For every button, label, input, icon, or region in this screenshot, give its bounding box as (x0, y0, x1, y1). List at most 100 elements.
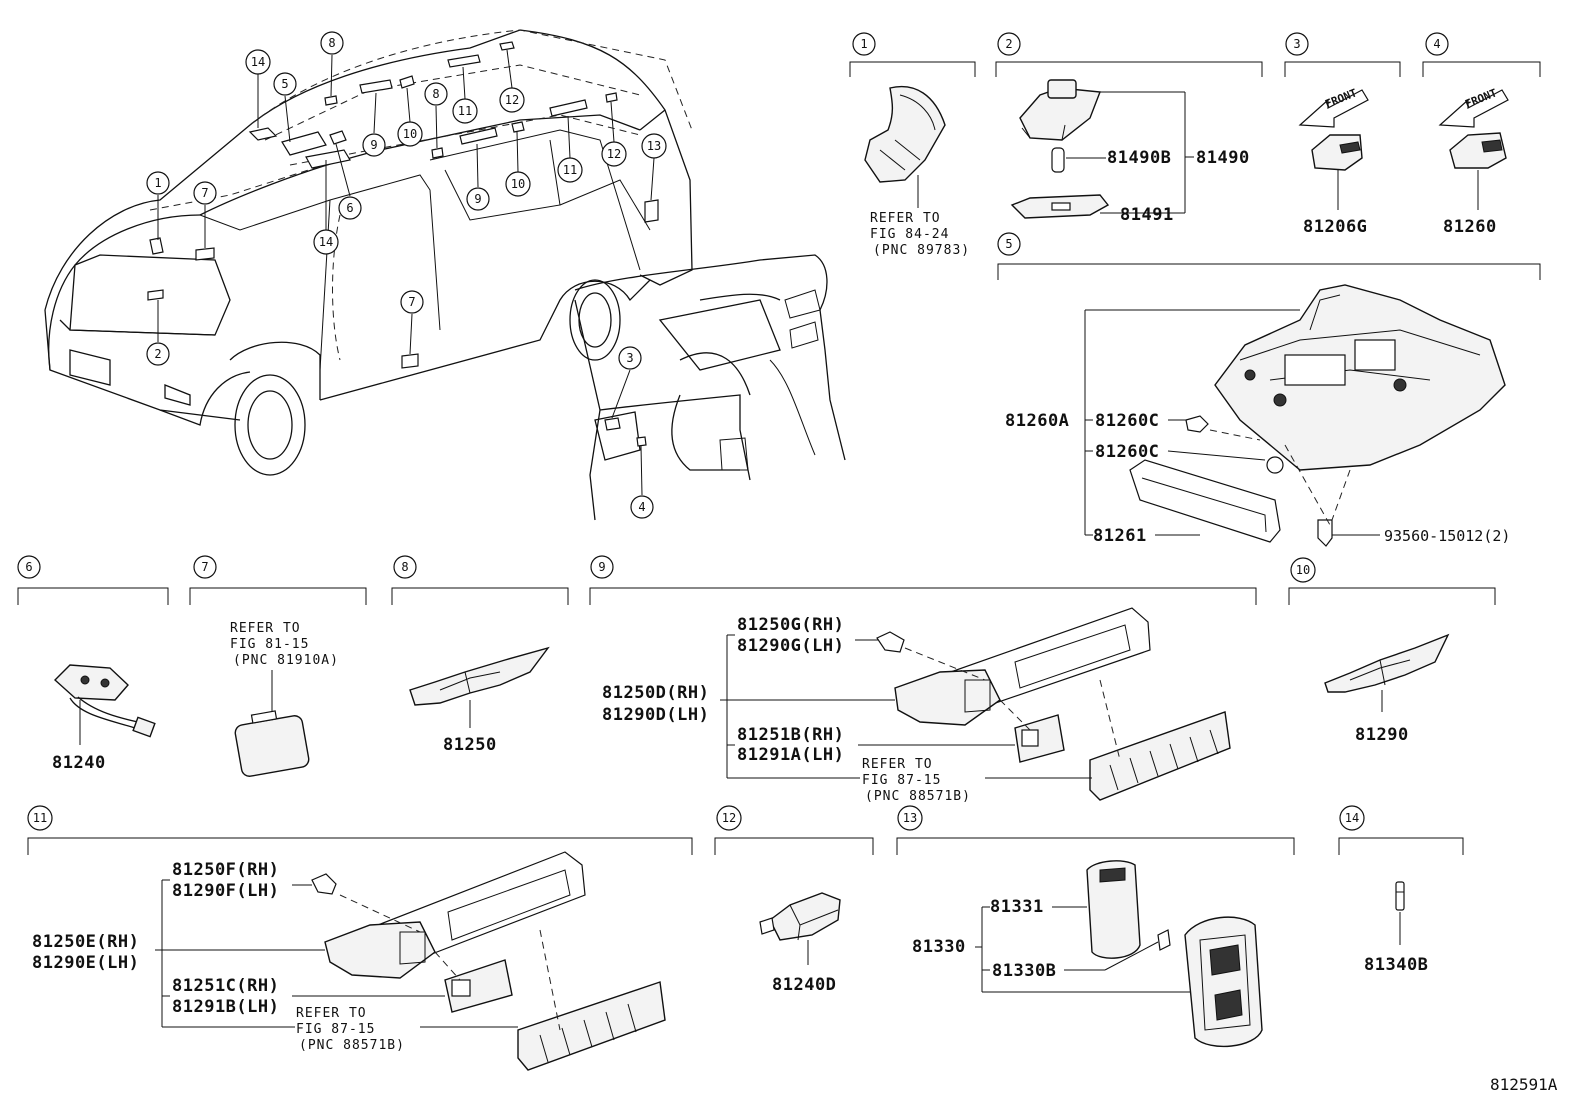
svg-text:11: 11 (563, 163, 577, 177)
callout-2-vehicle: 2 (146, 342, 170, 366)
svg-text:REFER TO: REFER TO (296, 1006, 367, 1021)
callout-12-vehicle-b: 12 (601, 141, 627, 167)
callout-10-vehicle-a: 10 (397, 121, 423, 147)
svg-text:8: 8 (328, 36, 335, 50)
svg-text:(PNC 81910A): (PNC 81910A) (233, 653, 339, 668)
part-81330B: 81330B (992, 961, 1056, 981)
section-13: 13 81331 81330 81330B (896, 805, 1295, 1048)
part-81260: 81260 (1443, 217, 1497, 237)
callout-9-vehicle-a: 9 (362, 133, 386, 157)
part-81251C: 81251C(RH) (172, 976, 279, 996)
callout-3-vehicle: 3 (618, 346, 642, 370)
section-8: 8 81250 (391, 555, 569, 755)
part-81290D: 81290D(LH) (602, 705, 709, 725)
callout-8-vehicle-b: 8 (424, 82, 448, 106)
section-2: 2 81490B 81490 81491 (995, 32, 1263, 225)
svg-text:3: 3 (626, 351, 633, 365)
part-81250G: 81250G(RH) (737, 615, 844, 635)
svg-text:2: 2 (1005, 37, 1012, 51)
part-81291A: 81291A(LH) (737, 745, 844, 765)
svg-text:5: 5 (281, 77, 288, 91)
svg-text:11: 11 (458, 104, 472, 118)
svg-text:FIG 87-15: FIG 87-15 (296, 1022, 375, 1037)
part-81290G: 81290G(LH) (737, 636, 844, 656)
svg-text:12: 12 (505, 93, 519, 107)
svg-text:4: 4 (638, 500, 645, 514)
part-81490B: 81490B (1107, 148, 1171, 168)
svg-text:REFER TO: REFER TO (862, 757, 933, 772)
svg-text:12: 12 (607, 147, 621, 161)
section-3: 3 FRONT 81206G (1284, 32, 1401, 237)
svg-text:6: 6 (346, 201, 353, 215)
section-4: 4 FRONT 81260 (1422, 32, 1541, 237)
part-81251B: 81251B(RH) (737, 725, 844, 745)
callout-11-vehicle-a: 11 (452, 98, 478, 124)
svg-text:9: 9 (370, 138, 377, 152)
svg-text:14: 14 (1345, 811, 1359, 825)
part-81206G: 81206G (1303, 217, 1367, 237)
svg-text:13: 13 (647, 139, 661, 153)
callout-10-vehicle-b: 10 (505, 171, 531, 197)
svg-text:FIG 81-15: FIG 81-15 (230, 637, 309, 652)
svg-text:12: 12 (722, 811, 736, 825)
part-81240: 81240 (52, 753, 106, 773)
svg-text:10: 10 (511, 177, 525, 191)
part-81290E: 81290E(LH) (32, 953, 139, 973)
callout-11-vehicle-b: 11 (557, 157, 583, 183)
svg-text:REFER TO: REFER TO (230, 621, 301, 636)
part-81290F: 81290F(LH) (172, 881, 279, 901)
callout-4-vehicle: 4 (630, 495, 654, 519)
section-11: 11 81250F(RH) 81290F(LH) 81250E(RH) 8129… (27, 805, 693, 1071)
svg-text:6: 6 (25, 560, 32, 574)
callout-14-vehicle-top: 14 (245, 49, 271, 75)
svg-text:7: 7 (201, 560, 208, 574)
section-14: 14 81340B (1338, 805, 1464, 975)
svg-text:1: 1 (860, 37, 867, 51)
section-1: 1 REFER TO FIG 84-24 (PNC 89783) (849, 32, 976, 258)
svg-text:7: 7 (201, 186, 208, 200)
vehicle-callouts: 1 7 2 14 5 6 8 9 10 8 11 12 9 10 11 12 1… (146, 31, 667, 519)
callout-9-vehicle-b: 9 (466, 187, 490, 211)
part-81261: 81261 (1093, 526, 1147, 546)
callout-6-vehicle: 6 (338, 196, 362, 220)
svg-text:2: 2 (154, 347, 161, 361)
svg-text:9: 9 (598, 560, 605, 574)
svg-text:4: 4 (1433, 37, 1440, 51)
svg-text:(PNC 89783): (PNC 89783) (873, 243, 970, 258)
part-81291B: 81291B(LH) (172, 997, 279, 1017)
callout-12-vehicle-a: 12 (499, 87, 525, 113)
section-6: 6 81240 (17, 555, 169, 773)
part-81240D: 81240D (772, 975, 836, 995)
svg-text:14: 14 (319, 235, 333, 249)
part-81290: 81290 (1355, 725, 1409, 745)
section-12: 12 81240D (714, 805, 874, 995)
figure-code: 812591A (1490, 1075, 1558, 1094)
svg-text:11: 11 (33, 811, 47, 825)
part-81260C-a: 81260C (1095, 411, 1159, 431)
svg-text:7: 7 (408, 295, 415, 309)
callout-5-vehicle: 5 (273, 72, 297, 96)
vehicle-illustration (44, 29, 846, 521)
callout-1-vehicle: 1 (146, 171, 170, 195)
svg-text:14: 14 (251, 55, 265, 69)
part-81260C-b: 81260C (1095, 442, 1159, 462)
part-81340B: 81340B (1364, 955, 1428, 975)
part-81250D: 81250D(RH) (602, 683, 709, 703)
callout-7-vehicle-b: 7 (400, 290, 424, 314)
section-10: 10 81290 (1288, 557, 1496, 745)
svg-text:5: 5 (1005, 237, 1012, 251)
svg-text:8: 8 (401, 560, 408, 574)
svg-text:(PNC 88571B): (PNC 88571B) (865, 789, 971, 804)
section-7: 7 REFER TO FIG 81-15 (PNC 81910A) (189, 555, 367, 777)
part-81260A: 81260A (1005, 411, 1069, 431)
svg-text:1: 1 (154, 176, 161, 190)
part-81491: 81491 (1120, 205, 1174, 225)
svg-text:FIG 84-24: FIG 84-24 (870, 227, 949, 242)
part-81490: 81490 (1196, 148, 1250, 168)
svg-text:FIG 87-15: FIG 87-15 (862, 773, 941, 788)
callout-8-vehicle-a: 8 (320, 31, 344, 55)
section-9: 9 81250G(RH) 81290G(LH) 81250D(RH) 81290… (589, 555, 1257, 804)
svg-text:9: 9 (474, 192, 481, 206)
